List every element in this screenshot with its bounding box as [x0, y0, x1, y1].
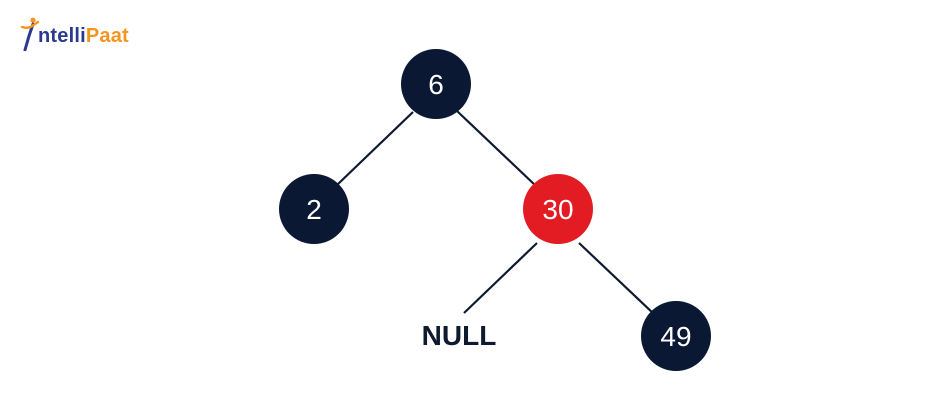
node-30-circle	[523, 174, 593, 244]
logo-text-part2: Paat	[85, 25, 129, 47]
tree-edges	[336, 110, 656, 316]
node-49-circle	[641, 301, 711, 371]
node-2-circle	[279, 174, 349, 244]
node-6-circle	[401, 49, 471, 119]
edge-6-30	[456, 110, 537, 187]
edge-6-2	[336, 111, 414, 186]
edge-30-49	[578, 242, 656, 316]
logo-text: ntelliPaat	[38, 26, 129, 46]
node-6-label: 6	[428, 69, 444, 100]
edge-30-null	[463, 242, 538, 314]
intellipaat-logo: ntelliPaat	[20, 14, 129, 54]
tree-node-6: 6	[401, 49, 471, 119]
person-icon	[20, 17, 40, 51]
node-30-label: 30	[542, 194, 573, 225]
tree-node-2: 2	[279, 174, 349, 244]
node-49-label: 49	[660, 321, 691, 352]
tree-node-49: 49	[641, 301, 711, 371]
node-2-label: 2	[306, 194, 322, 225]
logo-text-part1: ntelli	[38, 25, 86, 47]
tree-node-30: 30	[523, 174, 593, 244]
null-leaf-label: NULL	[422, 320, 497, 351]
